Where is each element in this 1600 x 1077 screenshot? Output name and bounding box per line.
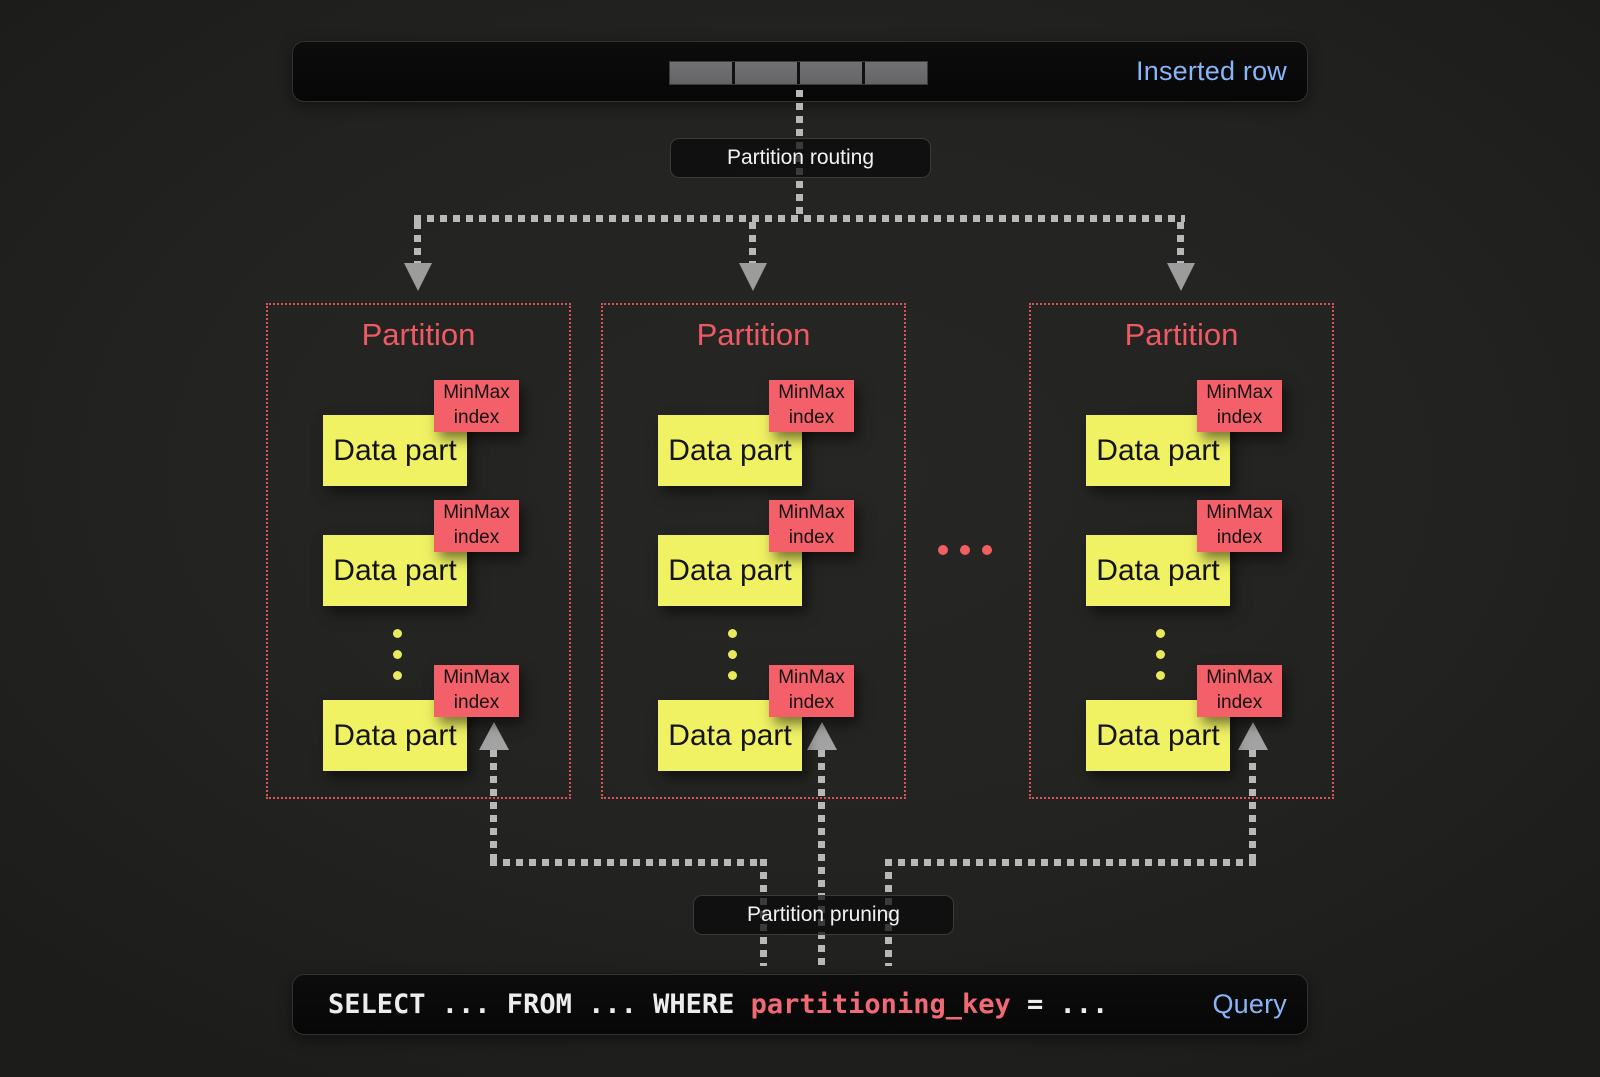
arrow-up-icon [807,722,837,750]
pruning-line-right-horizontal [885,859,1256,866]
arrow-up-icon [1238,722,1268,750]
minmax-index-tag: MinMax index [1197,500,1282,552]
inserted-row-label: Inserted row [1136,56,1287,86]
data-part: Data part [323,700,467,771]
minmax-index-tag: MinMax index [1197,380,1282,432]
minmax-index-tag: MinMax index [1197,665,1282,717]
row-cell [735,62,797,84]
pruning-line-middle [818,750,825,966]
routing-stub-right [1177,222,1184,263]
minmax-index-tag: MinMax index [769,665,854,717]
sql-query-text: SELECT ... FROM ... WHERE partitioning_k… [328,975,1108,1034]
inserted-row-box: Inserted row [292,41,1308,102]
partition-title: Partition [1124,317,1239,352]
query-box: SELECT ... FROM ... WHERE partitioning_k… [292,974,1308,1035]
partition-title: Partition [361,317,476,352]
row-cell [865,62,927,84]
pruning-line-left-horizontal [490,859,767,866]
pruning-line-right-up [1249,750,1256,866]
partition-title: Partition [696,317,811,352]
minmax-index-tag: MinMax index [434,500,519,552]
sql-pre: SELECT ... FROM ... WHERE [328,989,751,1020]
sql-partitioning-key: partitioning_key [750,989,1011,1020]
partition-box-1: Partition MinMax index Data part MinMax … [266,303,571,799]
routing-stub-left [414,222,421,263]
partition-pruning-label: Partition pruning [693,895,954,935]
sql-post: = ... [1010,989,1109,1020]
routing-branch-line [414,215,1185,222]
data-part: Data part [658,700,802,771]
arrow-up-icon [479,722,509,750]
data-part: Data part [1086,415,1230,486]
minmax-index-tag: MinMax index [769,500,854,552]
arrow-down-icon [404,263,432,291]
horizontal-ellipsis-icon [938,545,992,555]
vertical-ellipsis-icon [728,629,737,680]
data-part: Data part [323,415,467,486]
pruning-line-left-up [490,750,497,866]
arrow-down-icon [1167,263,1195,291]
row-cell [800,62,862,84]
vertical-ellipsis-icon [1156,629,1165,680]
minmax-index-tag: MinMax index [434,665,519,717]
vertical-ellipsis-icon [393,629,402,680]
minmax-index-tag: MinMax index [769,380,854,432]
partition-box-3: Partition MinMax index Data part MinMax … [1029,303,1334,799]
row-cell [670,62,732,84]
routing-stub-middle [749,222,756,263]
inserted-row-cells-icon [669,61,928,85]
arrow-down-icon [739,263,767,291]
partition-routing-label: Partition routing [670,138,931,178]
partition-box-2: Partition MinMax index Data part MinMax … [601,303,906,799]
query-label: Query [1212,989,1287,1019]
minmax-index-tag: MinMax index [434,380,519,432]
